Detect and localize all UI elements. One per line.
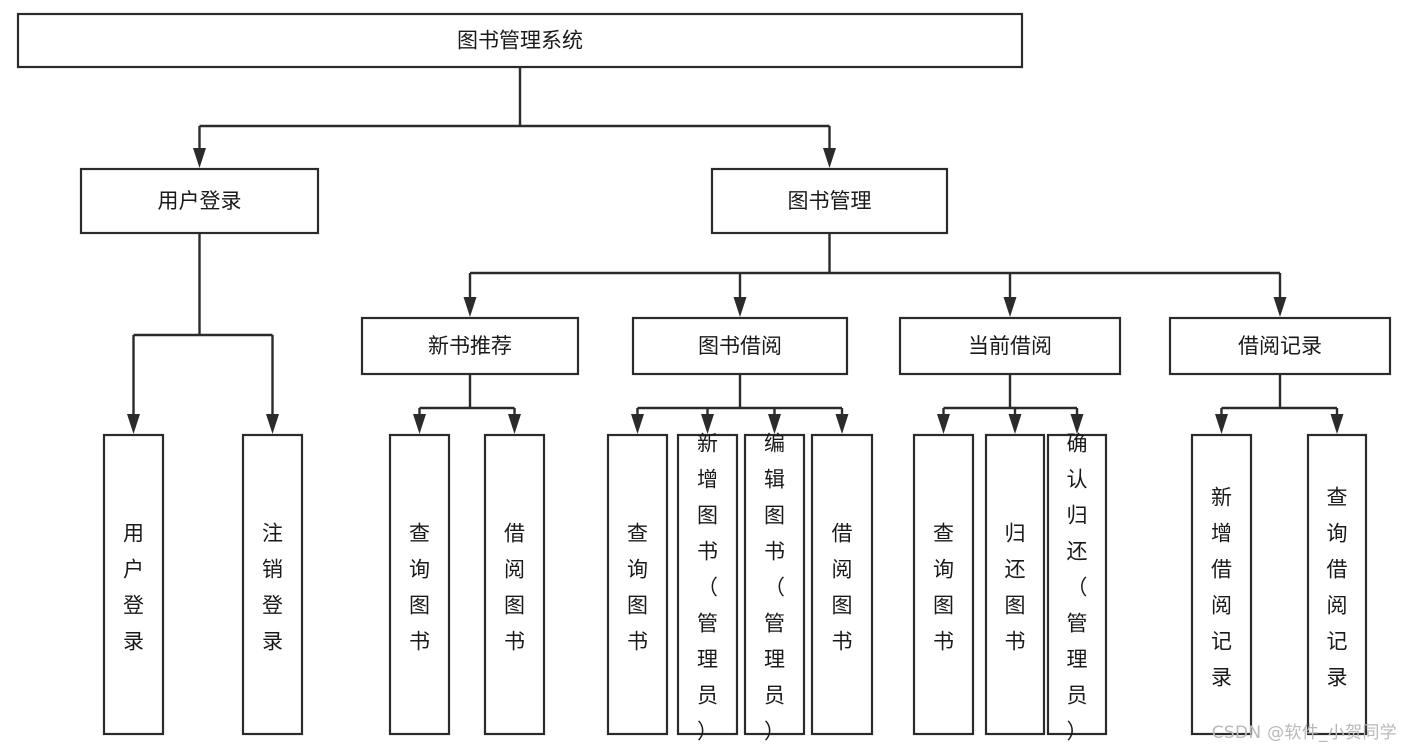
leaf-node-8-label: 查询图书 — [933, 522, 954, 654]
arrow-head-icon — [823, 148, 836, 168]
leaf-node-3-label: 借阅图书 — [504, 522, 525, 654]
arrow-head-icon — [266, 414, 279, 434]
leaf-node-7-label: 借阅图书 — [832, 522, 853, 654]
arrow-head-icon — [193, 148, 206, 168]
arrow-head-icon — [1330, 414, 1344, 434]
level3-node-3-label: 借阅记录 — [1238, 334, 1322, 358]
leaf-node-2-box[interactable] — [388, 433, 451, 736]
arrow-head-icon — [413, 414, 426, 434]
level3-node-0[interactable]: 新书推荐 — [360, 316, 580, 376]
leaf-node-9-box[interactable] — [984, 433, 1046, 736]
leaf-node-12[interactable]: 查询借阅记录 — [1306, 433, 1368, 736]
arrow-head-icon — [835, 414, 849, 434]
level3-node-2-box[interactable] — [898, 316, 1122, 376]
leaf-node-0-label: 用户登录 — [123, 522, 144, 654]
leaf-node-9[interactable]: 归还图书 — [984, 433, 1046, 736]
arrow-head-icon — [701, 414, 714, 434]
leaf-node-0-box[interactable] — [102, 433, 165, 736]
arrow-head-icon — [127, 414, 140, 434]
leaf-node-6[interactable]: 编辑图书（管理员） — [743, 432, 806, 744]
level3-node-2[interactable]: 当前借阅 — [898, 316, 1122, 376]
leaf-node-12-box[interactable] — [1306, 433, 1368, 736]
arrow-head-icon — [733, 297, 747, 317]
root-node-book-management-system-box[interactable] — [16, 12, 1024, 69]
level2-node-0-label: 用户登录 — [158, 189, 242, 213]
level3-node-1[interactable]: 图书借阅 — [631, 316, 849, 376]
watermark-text: CSDN @软件_小贺同学 — [1211, 723, 1397, 743]
leaf-node-4[interactable]: 查询图书 — [606, 433, 669, 736]
arrow-head-icon — [768, 414, 781, 434]
leaf-node-3-box[interactable] — [483, 433, 546, 736]
arrow-head-icon — [463, 297, 477, 317]
leaf-node-5[interactable]: 新增图书（管理员） — [676, 432, 739, 744]
level3-node-1-label: 图书借阅 — [698, 334, 782, 358]
level3-node-3[interactable]: 借阅记录 — [1168, 316, 1392, 376]
level2-node-1-label: 图书管理 — [788, 189, 872, 213]
level2-node-1-box[interactable] — [710, 167, 949, 235]
leaf-node-7[interactable]: 借阅图书 — [810, 433, 874, 736]
leaf-node-5-box[interactable] — [676, 433, 739, 736]
level3-node-0-box[interactable] — [360, 316, 580, 376]
level2-node-1[interactable]: 图书管理 — [710, 167, 949, 235]
leaf-node-1-label: 注销登录 — [262, 522, 283, 654]
arrow-head-icon — [1070, 414, 1084, 434]
arrow-head-icon — [1215, 414, 1228, 434]
leaf-node-8[interactable]: 查询图书 — [912, 433, 975, 736]
leaf-node-2-label: 查询图书 — [409, 522, 430, 654]
leaf-node-9-label: 归还图书 — [1005, 522, 1026, 654]
arrow-head-icon — [631, 414, 644, 434]
arrow-head-icon — [937, 414, 950, 434]
level3-node-3-box[interactable] — [1168, 316, 1392, 376]
root-node-book-management-system-label: 图书管理系统 — [457, 29, 583, 53]
leaf-node-1-box[interactable] — [241, 433, 304, 736]
level2-node-0-box[interactable] — [79, 167, 320, 235]
leaf-node-7-box[interactable] — [810, 433, 874, 736]
leaf-node-11[interactable]: 新增借阅记录 — [1190, 433, 1253, 736]
leaf-node-4-label: 查询图书 — [627, 522, 648, 654]
leaf-node-1[interactable]: 注销登录 — [241, 433, 304, 736]
leaf-node-11-box[interactable] — [1190, 433, 1253, 736]
leaf-node-0[interactable]: 用户登录 — [102, 433, 165, 736]
root-node-book-management-system[interactable]: 图书管理系统 — [16, 12, 1024, 69]
leaf-node-2[interactable]: 查询图书 — [388, 433, 451, 736]
level3-node-1-box[interactable] — [631, 316, 849, 376]
leaf-node-10-box[interactable] — [1046, 433, 1108, 736]
leaf-node-3[interactable]: 借阅图书 — [483, 433, 546, 736]
arrow-head-icon — [1003, 297, 1017, 317]
arrow-head-icon — [1273, 297, 1287, 317]
node-boxes: 图书管理系统用户登录图书管理新书推荐图书借阅当前借阅借阅记录用户登录注销登录查询… — [16, 12, 1392, 744]
arrow-head-icon — [508, 414, 521, 434]
level3-node-0-label: 新书推荐 — [428, 334, 512, 358]
leaf-node-6-label: 编辑图书（管理员） — [764, 432, 785, 744]
arrow-head-icon — [1008, 414, 1022, 434]
leaf-node-5-label: 新增图书（管理员） — [697, 432, 718, 744]
level3-node-2-label: 当前借阅 — [968, 334, 1052, 358]
leaf-node-11-label: 新增借阅记录 — [1211, 486, 1232, 690]
leaf-node-10-label: 确认归还（管理员） — [1067, 432, 1088, 744]
leaf-node-10[interactable]: 确认归还（管理员） — [1046, 432, 1108, 744]
leaf-node-8-box[interactable] — [912, 433, 975, 736]
level2-node-0[interactable]: 用户登录 — [79, 167, 320, 235]
connector-lines — [127, 67, 1344, 434]
leaf-node-12-label: 查询借阅记录 — [1327, 486, 1348, 690]
leaf-node-4-box[interactable] — [606, 433, 669, 736]
leaf-node-6-box[interactable] — [743, 433, 806, 736]
